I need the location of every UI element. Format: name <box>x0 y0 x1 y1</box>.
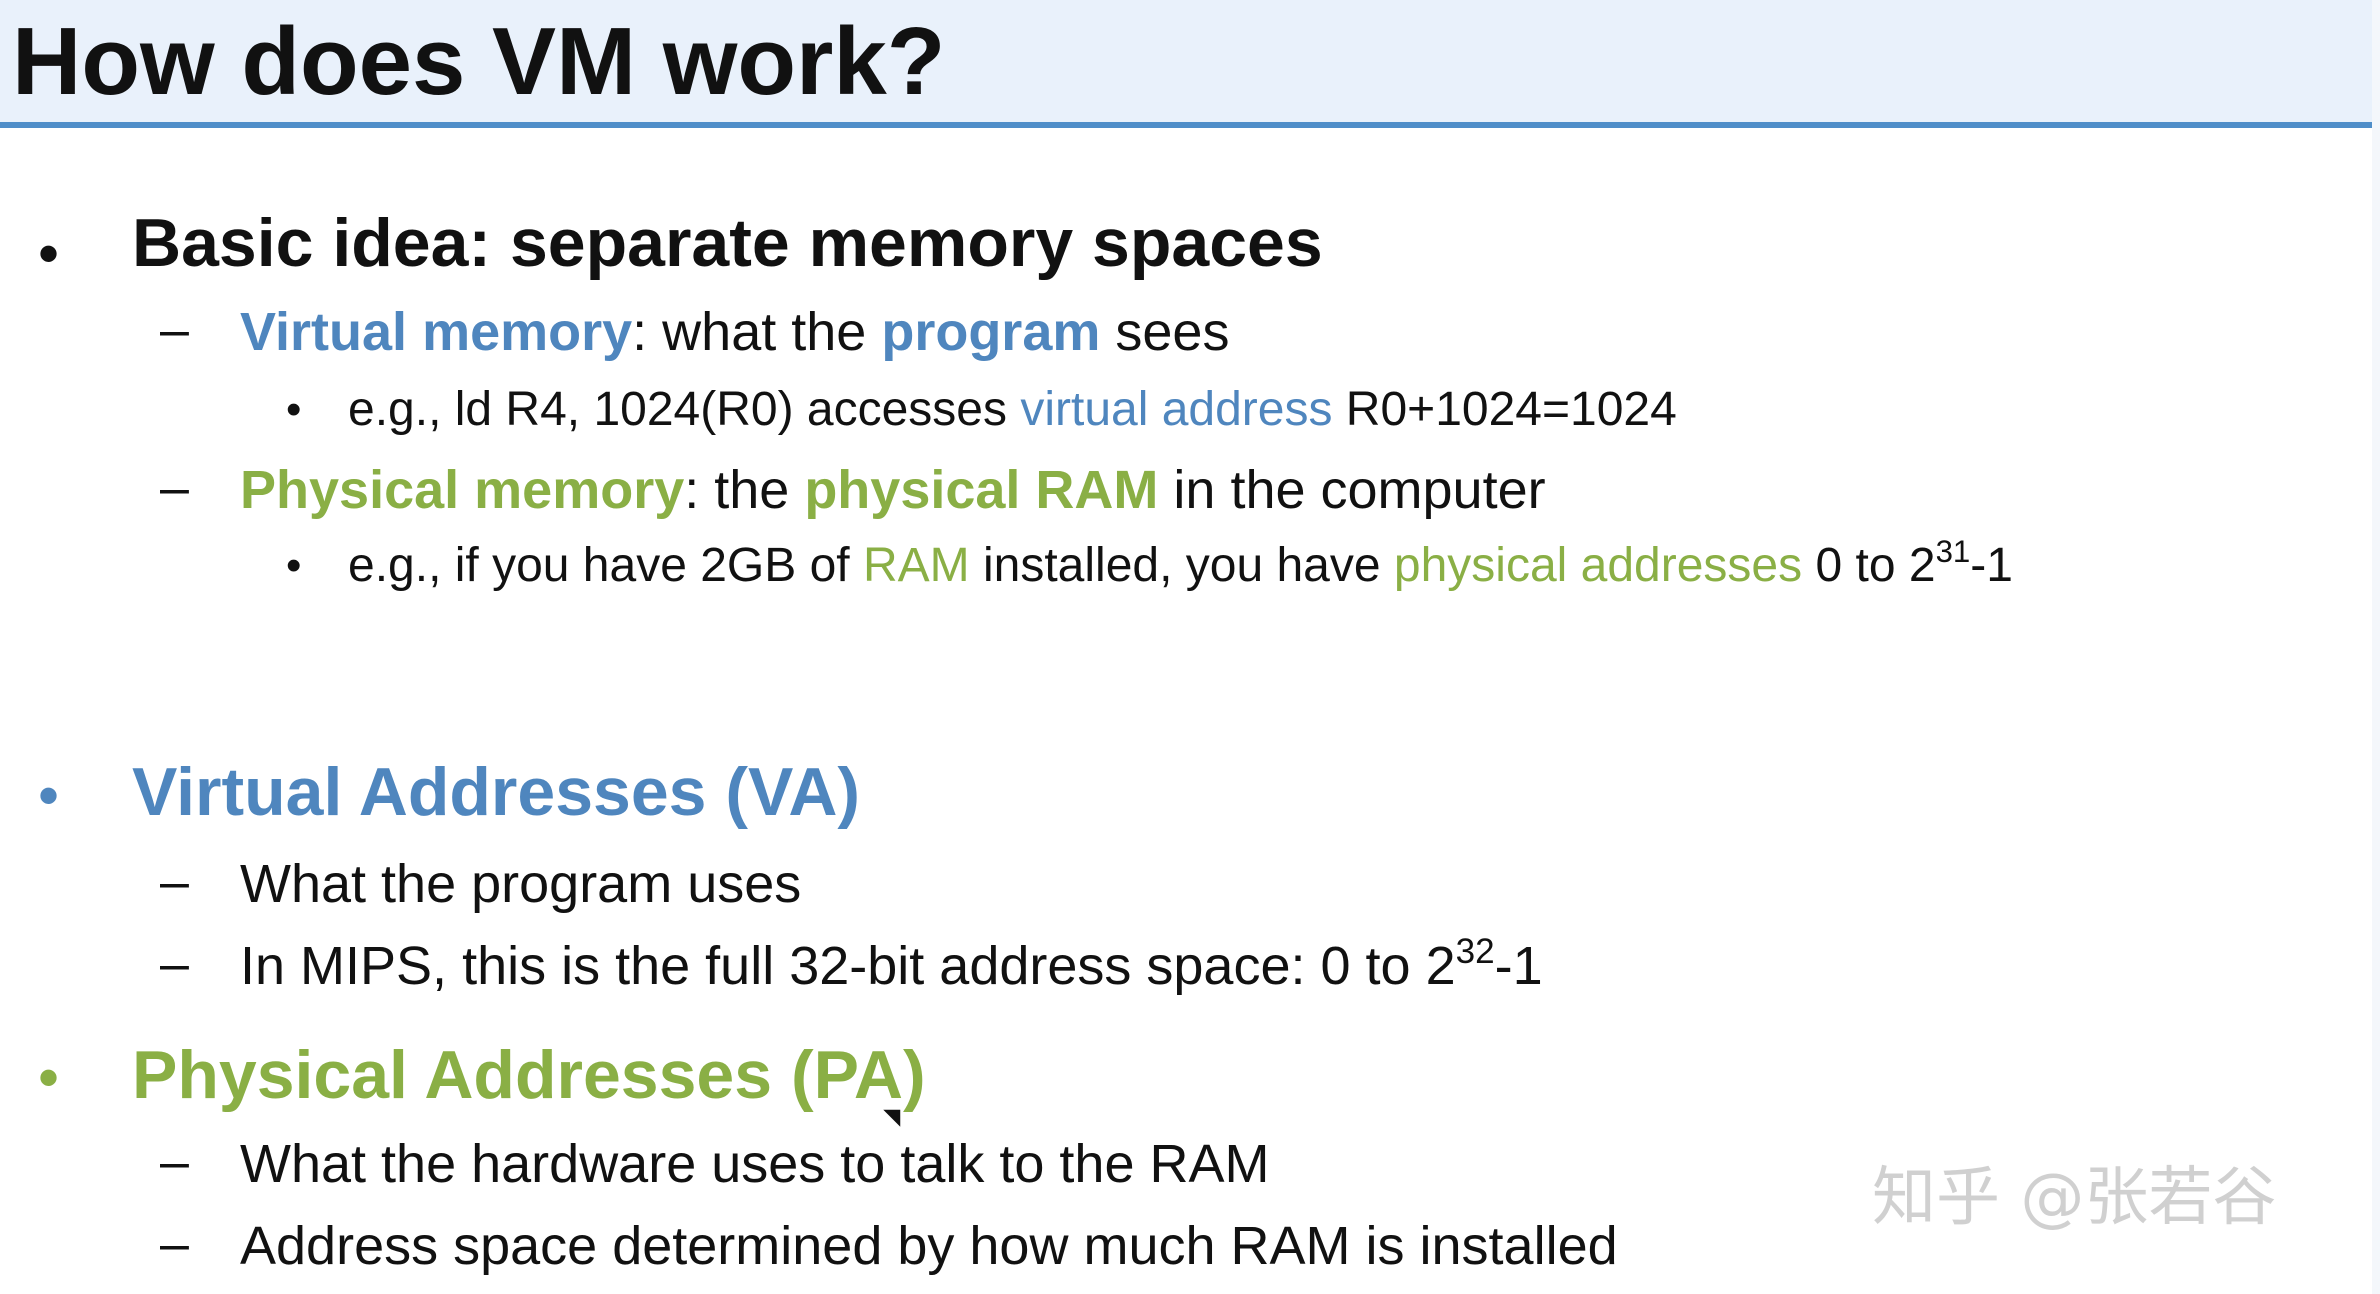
virtual-address-term: virtual address <box>1020 383 1333 436</box>
va-item-2-prefix: In MIPS, this is the full 32-bit address… <box>240 936 1456 996</box>
virtual-memory-term: Virtual memory <box>240 302 633 362</box>
virtual-addresses-heading: Virtual Addresses (VA) <box>132 754 861 830</box>
physical-addresses-heading: Physical Addresses (PA) <box>132 1037 926 1113</box>
va-item-2-exponent: 32 <box>1455 932 1495 972</box>
zhihu-watermark: 知乎 @张若谷 <box>1872 1161 2277 1235</box>
physical-memory-term: Physical memory <box>240 460 685 520</box>
slide-right-edge <box>2372 0 2380 1294</box>
title-bar: How does VM work? <box>0 0 2372 128</box>
virtual-memory-tail: sees <box>1100 302 1230 362</box>
va-item-2: In MIPS, this is the full 32-bit address… <box>240 933 1543 999</box>
physical-addresses-term: physical addresses <box>1393 539 1803 592</box>
dash-virtual-memory: – <box>160 301 189 359</box>
va-item-2-suffix: -1 <box>1494 936 1543 996</box>
physical-ram-term: physical RAM <box>804 460 1159 520</box>
physical-memory-line: Physical memory: the physical RAM in the… <box>240 457 1546 523</box>
physical-memory-example: e.g., if you have 2GB of RAM installed, … <box>348 534 2013 595</box>
pm-range-suffix: -1 <box>1970 539 2013 592</box>
dash-va-1: – <box>160 853 189 911</box>
pm-range-prefix: 0 to 2 <box>1802 539 1936 592</box>
va-item-1: What the program uses <box>240 854 802 914</box>
physical-memory-tail: in the computer <box>1158 460 1546 520</box>
virtual-memory-line: Virtual memory: what the program sees <box>240 299 1229 365</box>
bullet-vm-example: • <box>286 385 302 434</box>
pm-example-middle: installed, you have <box>969 539 1394 592</box>
bullet-physical-addresses: • <box>38 1044 60 1111</box>
bullet-pm-example: • <box>286 541 302 590</box>
vm-example-suffix: R0+1024=1024 <box>1332 383 1677 436</box>
pa-item-1: What the hardware uses to talk to the RA… <box>240 1134 1270 1194</box>
pm-example-prefix: e.g., if you have 2GB of <box>348 539 863 592</box>
slide-title: How does VM work? <box>12 8 946 115</box>
pm-range-exponent: 31 <box>1935 534 1971 570</box>
dash-pa-1: – <box>160 1133 189 1191</box>
basic-idea-heading: Basic idea: separate memory spaces <box>132 205 1323 281</box>
program-term: program <box>881 302 1101 362</box>
physical-memory-colon: : the <box>684 460 805 520</box>
virtual-memory-example: e.g., ld R4, 1024(R0) accesses virtual a… <box>348 381 1677 439</box>
virtual-memory-colon: : what the <box>632 302 882 362</box>
bullet-virtual-addresses: • <box>38 762 60 829</box>
dash-pa-2: – <box>160 1215 189 1273</box>
vm-example-prefix: e.g., ld R4, 1024(R0) accesses <box>348 383 1021 436</box>
bullet-basic-idea: • <box>38 220 60 287</box>
dash-va-2: – <box>160 935 189 993</box>
ram-term: RAM <box>862 539 970 592</box>
dash-physical-memory: – <box>160 459 189 517</box>
pa-item-2: Address space determined by how much RAM… <box>240 1216 1618 1276</box>
